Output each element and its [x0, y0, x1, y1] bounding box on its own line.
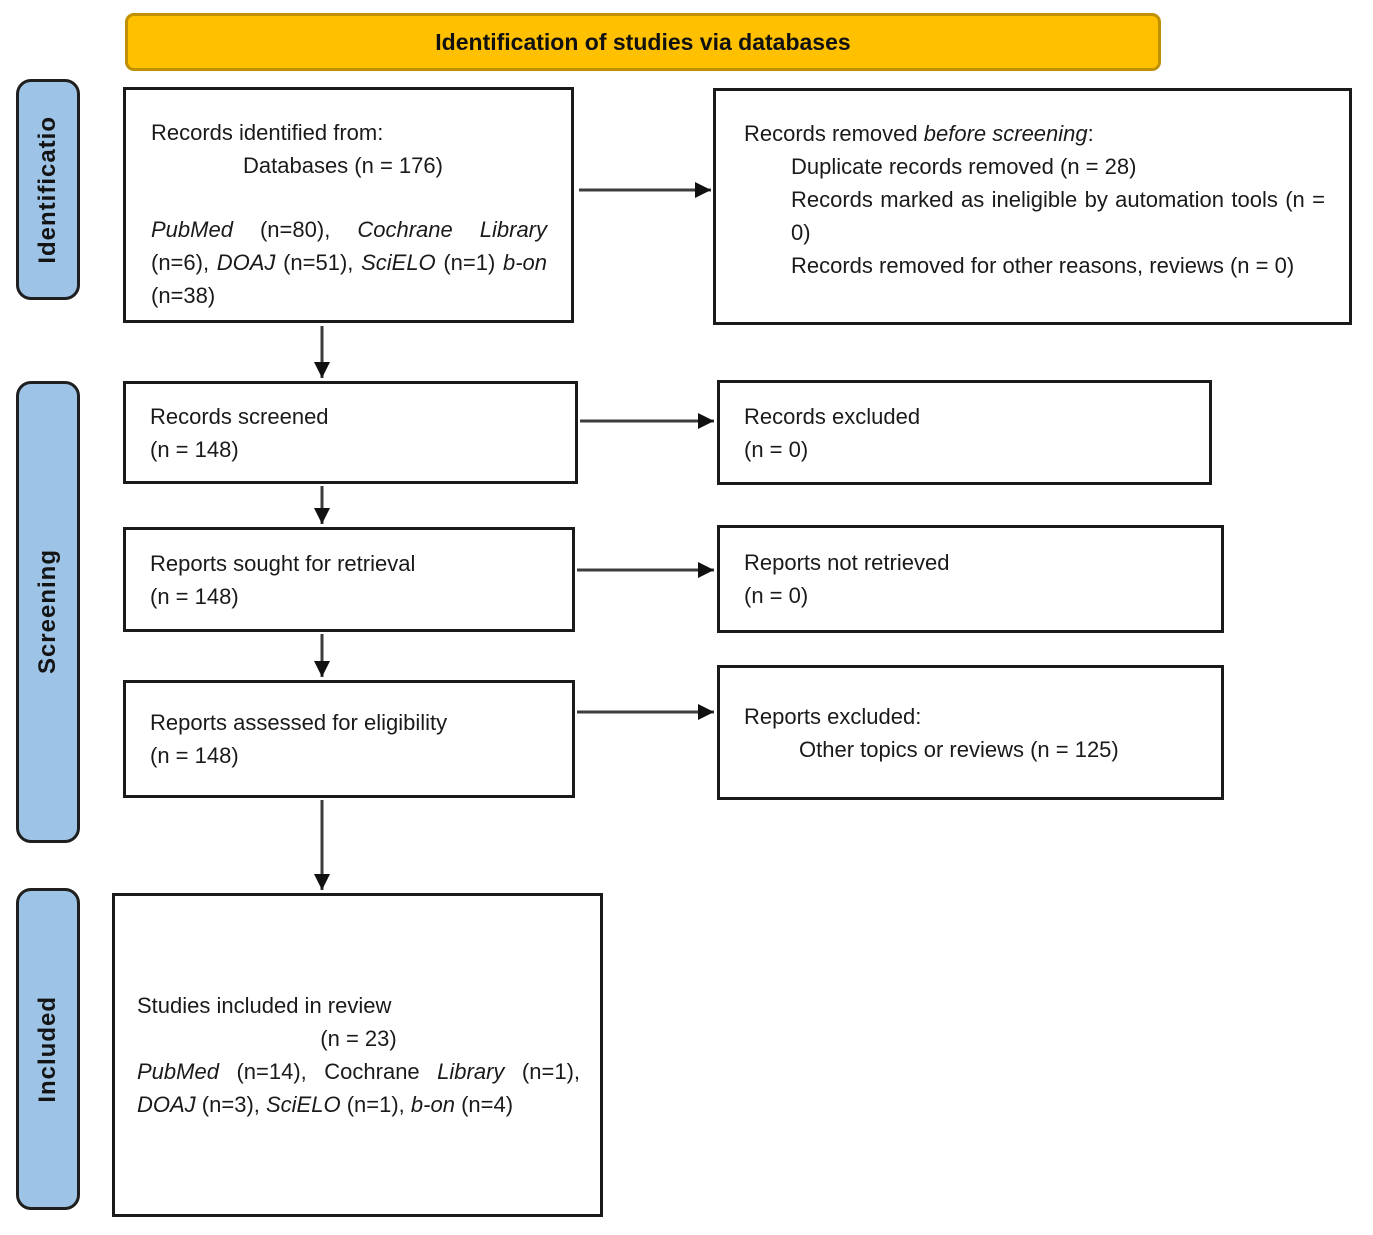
records-removed-item3: Records removed for other reasons, revie… [791, 253, 1295, 278]
reports-sought-line2: (n = 148) [150, 583, 239, 609]
records-excluded-line2: (n = 0) [744, 436, 809, 462]
records-identified-sources: PubMed (n=80), Cochrane Library (n=6), D… [151, 217, 548, 308]
stage-identification: Identificatio [16, 79, 80, 300]
reports-excluded-header: Reports excluded: [744, 703, 922, 729]
stage-identification-label: Identificatio [34, 115, 61, 264]
records-screened-line2: (n = 148) [150, 436, 239, 462]
stage-included: Included [16, 888, 80, 1210]
reports-excluded-item1: Other topics or reviews (n = 125) [799, 736, 1119, 762]
records-screened-line1: Records screened [150, 403, 329, 429]
stage-screening-label: Screening [34, 549, 61, 675]
box-reports-not-retrieved: Reports not retrieved (n = 0) [717, 525, 1224, 633]
stage-included-label: Included [34, 995, 61, 1103]
title-banner: Identification of studies via databases [125, 13, 1161, 71]
stage-screening: Screening [16, 381, 80, 843]
records-removed-item2: Records marked as ineligible by automati… [791, 187, 1325, 245]
reports-not-retrieved-line2: (n = 0) [744, 583, 809, 608]
records-removed-item1: Duplicate records removed (n = 28) [791, 154, 1137, 179]
studies-included-sources: PubMed (n=14), Cochrane Library (n=1), D… [137, 1059, 581, 1117]
records-removed-header: Records removed before screening: [744, 121, 1094, 146]
reports-not-retrieved-line1: Reports not retrieved [744, 550, 950, 575]
box-records-removed: Records removed before screening: Duplic… [713, 88, 1352, 325]
box-reports-sought: Reports sought for retrieval (n = 148) [123, 527, 575, 632]
reports-assessed-line1: Reports assessed for eligibility [150, 710, 448, 735]
records-excluded-line1: Records excluded [744, 403, 921, 429]
studies-included-line2: (n = 23) [320, 1026, 397, 1051]
box-reports-assessed: Reports assessed for eligibility (n = 14… [123, 680, 575, 798]
box-records-excluded: Records excluded (n = 0) [717, 380, 1212, 485]
records-identified-line2: Databases (n = 176) [243, 153, 443, 178]
diagram-title: Identification of studies via databases [435, 28, 851, 55]
reports-assessed-line2: (n = 148) [150, 743, 239, 768]
box-records-identified: Records identified from: Databases (n = … [123, 87, 574, 323]
box-reports-excluded: Reports excluded: Other topics or review… [717, 665, 1224, 800]
box-records-screened: Records screened (n = 148) [123, 381, 578, 484]
box-studies-included: Studies included in review (n = 23) PubM… [112, 893, 603, 1217]
records-identified-line1: Records identified from: [151, 120, 384, 145]
studies-included-line1: Studies included in review [137, 993, 392, 1018]
reports-sought-line1: Reports sought for retrieval [150, 550, 416, 576]
